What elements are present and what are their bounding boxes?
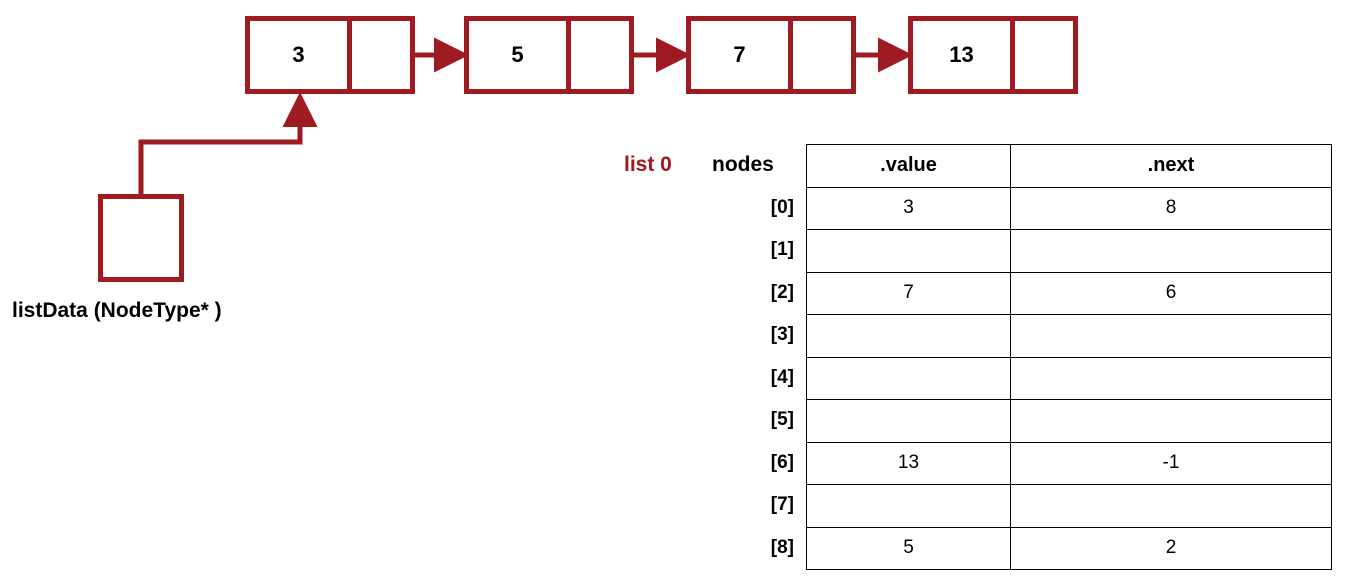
cell-next — [1010, 399, 1332, 443]
row-index-label: [6] — [770, 451, 794, 473]
cell-next: 6 — [1010, 271, 1332, 315]
cell-next — [1010, 229, 1332, 273]
cell-value: 13 — [806, 441, 1011, 485]
list-node-3-value: 13 — [913, 21, 1015, 89]
cell-next: 2 — [1010, 526, 1332, 570]
list-node-0-next — [352, 21, 410, 89]
cell-next — [1010, 484, 1332, 528]
table-row: 13-1 — [806, 441, 1332, 485]
row-index-label: [5] — [770, 409, 794, 430]
cell-value — [806, 314, 1011, 358]
list-node-0-value: 3 — [250, 21, 352, 89]
cell-value — [806, 356, 1011, 400]
row-index-label: [8] — [770, 536, 794, 558]
cell-value: 3 — [806, 186, 1011, 230]
table-row — [806, 314, 1332, 358]
table-row — [806, 484, 1332, 528]
cell-value: 5 — [806, 526, 1011, 570]
nodes-column-header: nodes — [712, 153, 774, 176]
arrow-listdata-to-head — [138, 91, 318, 194]
row-index-label: [7] — [770, 494, 794, 515]
table-row — [806, 356, 1332, 400]
list-node-2-next — [793, 21, 851, 89]
table-header-row: .value .next — [806, 144, 1332, 188]
row-index-gutter: [0] [1] [2] [3] [4] [5] [6] [7] [8] — [690, 144, 794, 582]
listdata-label: listData (NodeType* ) — [12, 299, 222, 322]
cell-next — [1010, 356, 1332, 400]
cell-next: 8 — [1010, 186, 1332, 230]
list-node-3-next — [1015, 21, 1073, 89]
list-node-0: 3 — [245, 16, 415, 94]
list-node-2-value: 7 — [691, 21, 793, 89]
list-identifier-label: list 0 — [624, 153, 672, 176]
cell-value — [806, 484, 1011, 528]
row-index-label: [4] — [770, 366, 794, 388]
table-row — [806, 399, 1332, 443]
list-node-3: 13 — [908, 16, 1078, 94]
list-node-1-value: 5 — [469, 21, 571, 89]
cell-next: -1 — [1010, 441, 1332, 485]
row-index-label: [1] — [770, 239, 794, 260]
listdata-pointer-box — [98, 194, 184, 282]
row-index-label: [0] — [770, 196, 794, 218]
list-node-1: 5 — [464, 16, 634, 94]
cell-value: 7 — [806, 271, 1011, 315]
header-value: .value — [806, 144, 1011, 188]
row-index-label: [3] — [770, 324, 794, 345]
list-node-1-next — [571, 21, 629, 89]
cell-value — [806, 229, 1011, 273]
header-next: .next — [1010, 144, 1332, 188]
list-node-2: 7 — [686, 16, 856, 94]
table-row — [806, 229, 1332, 273]
row-index-label: [2] — [770, 281, 794, 303]
cell-next — [1010, 314, 1332, 358]
cell-value — [806, 399, 1011, 443]
